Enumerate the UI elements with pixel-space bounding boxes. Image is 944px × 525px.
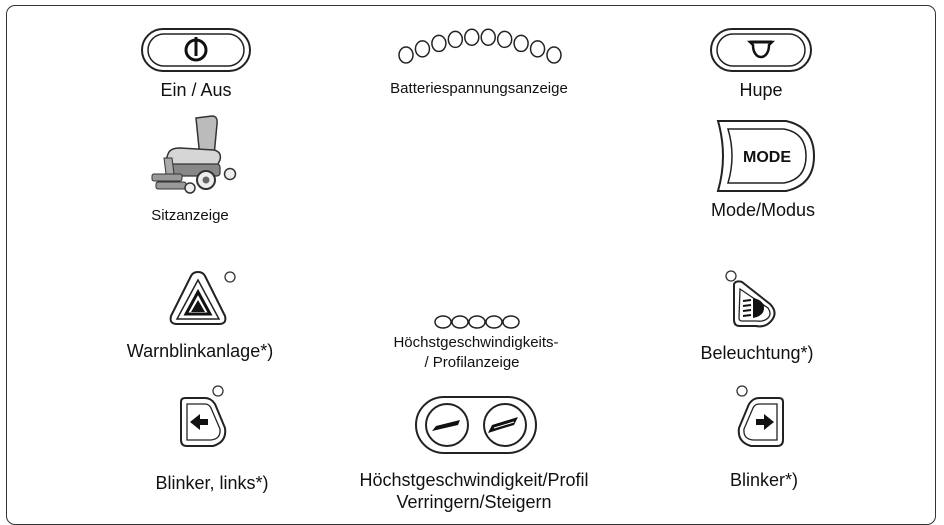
- speed-led: [485, 315, 503, 329]
- mode-button-text: MODE: [743, 149, 791, 166]
- speed-buttons-icon: [414, 395, 538, 457]
- battery-led: [447, 30, 464, 49]
- mode-button-icon: MODE: [714, 117, 818, 195]
- speed-led: [502, 315, 520, 329]
- hazard-label: Warnblinkanlage*): [126, 341, 274, 361]
- right-indicator-button-icon: [733, 382, 789, 452]
- left-indicator-button-icon: [175, 382, 231, 452]
- battery-led: [480, 28, 496, 47]
- speed-led: [434, 315, 452, 329]
- battery-led: [496, 30, 513, 49]
- speed-display-label-line1: Höchstgeschwindigkeits-: [393, 334, 559, 351]
- speed-display-label-line2: / Profilanzeige: [424, 354, 520, 371]
- battery-led: [414, 40, 431, 58]
- hazard-button-icon: [165, 268, 241, 330]
- power-label: Ein / Aus: [160, 80, 232, 100]
- battery-led: [529, 40, 546, 58]
- speed-buttons-label-line2: Verringern/Steigern: [396, 492, 552, 512]
- battery-led: [431, 34, 447, 53]
- power-button-icon: [140, 27, 252, 73]
- battery-led: [464, 28, 480, 47]
- horn-button-icon: [709, 27, 813, 73]
- battery-gauge-icon: [396, 25, 564, 75]
- seat-label: Sitzanzeige: [151, 207, 229, 224]
- battery-led: [546, 46, 562, 64]
- speed-display-icon: [433, 312, 521, 332]
- speed-led: [451, 315, 469, 329]
- wheelchair-seat-icon: [148, 114, 240, 196]
- right-indicator-label: Blinker*): [729, 470, 799, 490]
- battery-led: [513, 34, 529, 53]
- battery-led: [398, 46, 414, 64]
- speed-buttons-label-line1: Höchstgeschwindigkeit/Profil: [359, 470, 589, 490]
- battery-label: Batteriespannungsanzeige: [390, 80, 568, 97]
- horn-label: Hupe: [739, 80, 783, 100]
- lights-label: Beleuchtung*): [700, 343, 814, 363]
- light-button-icon: [722, 268, 782, 332]
- left-indicator-label: Blinker, links*): [155, 473, 269, 493]
- mode-label: Mode/Modus: [710, 200, 816, 220]
- speed-led: [468, 315, 486, 329]
